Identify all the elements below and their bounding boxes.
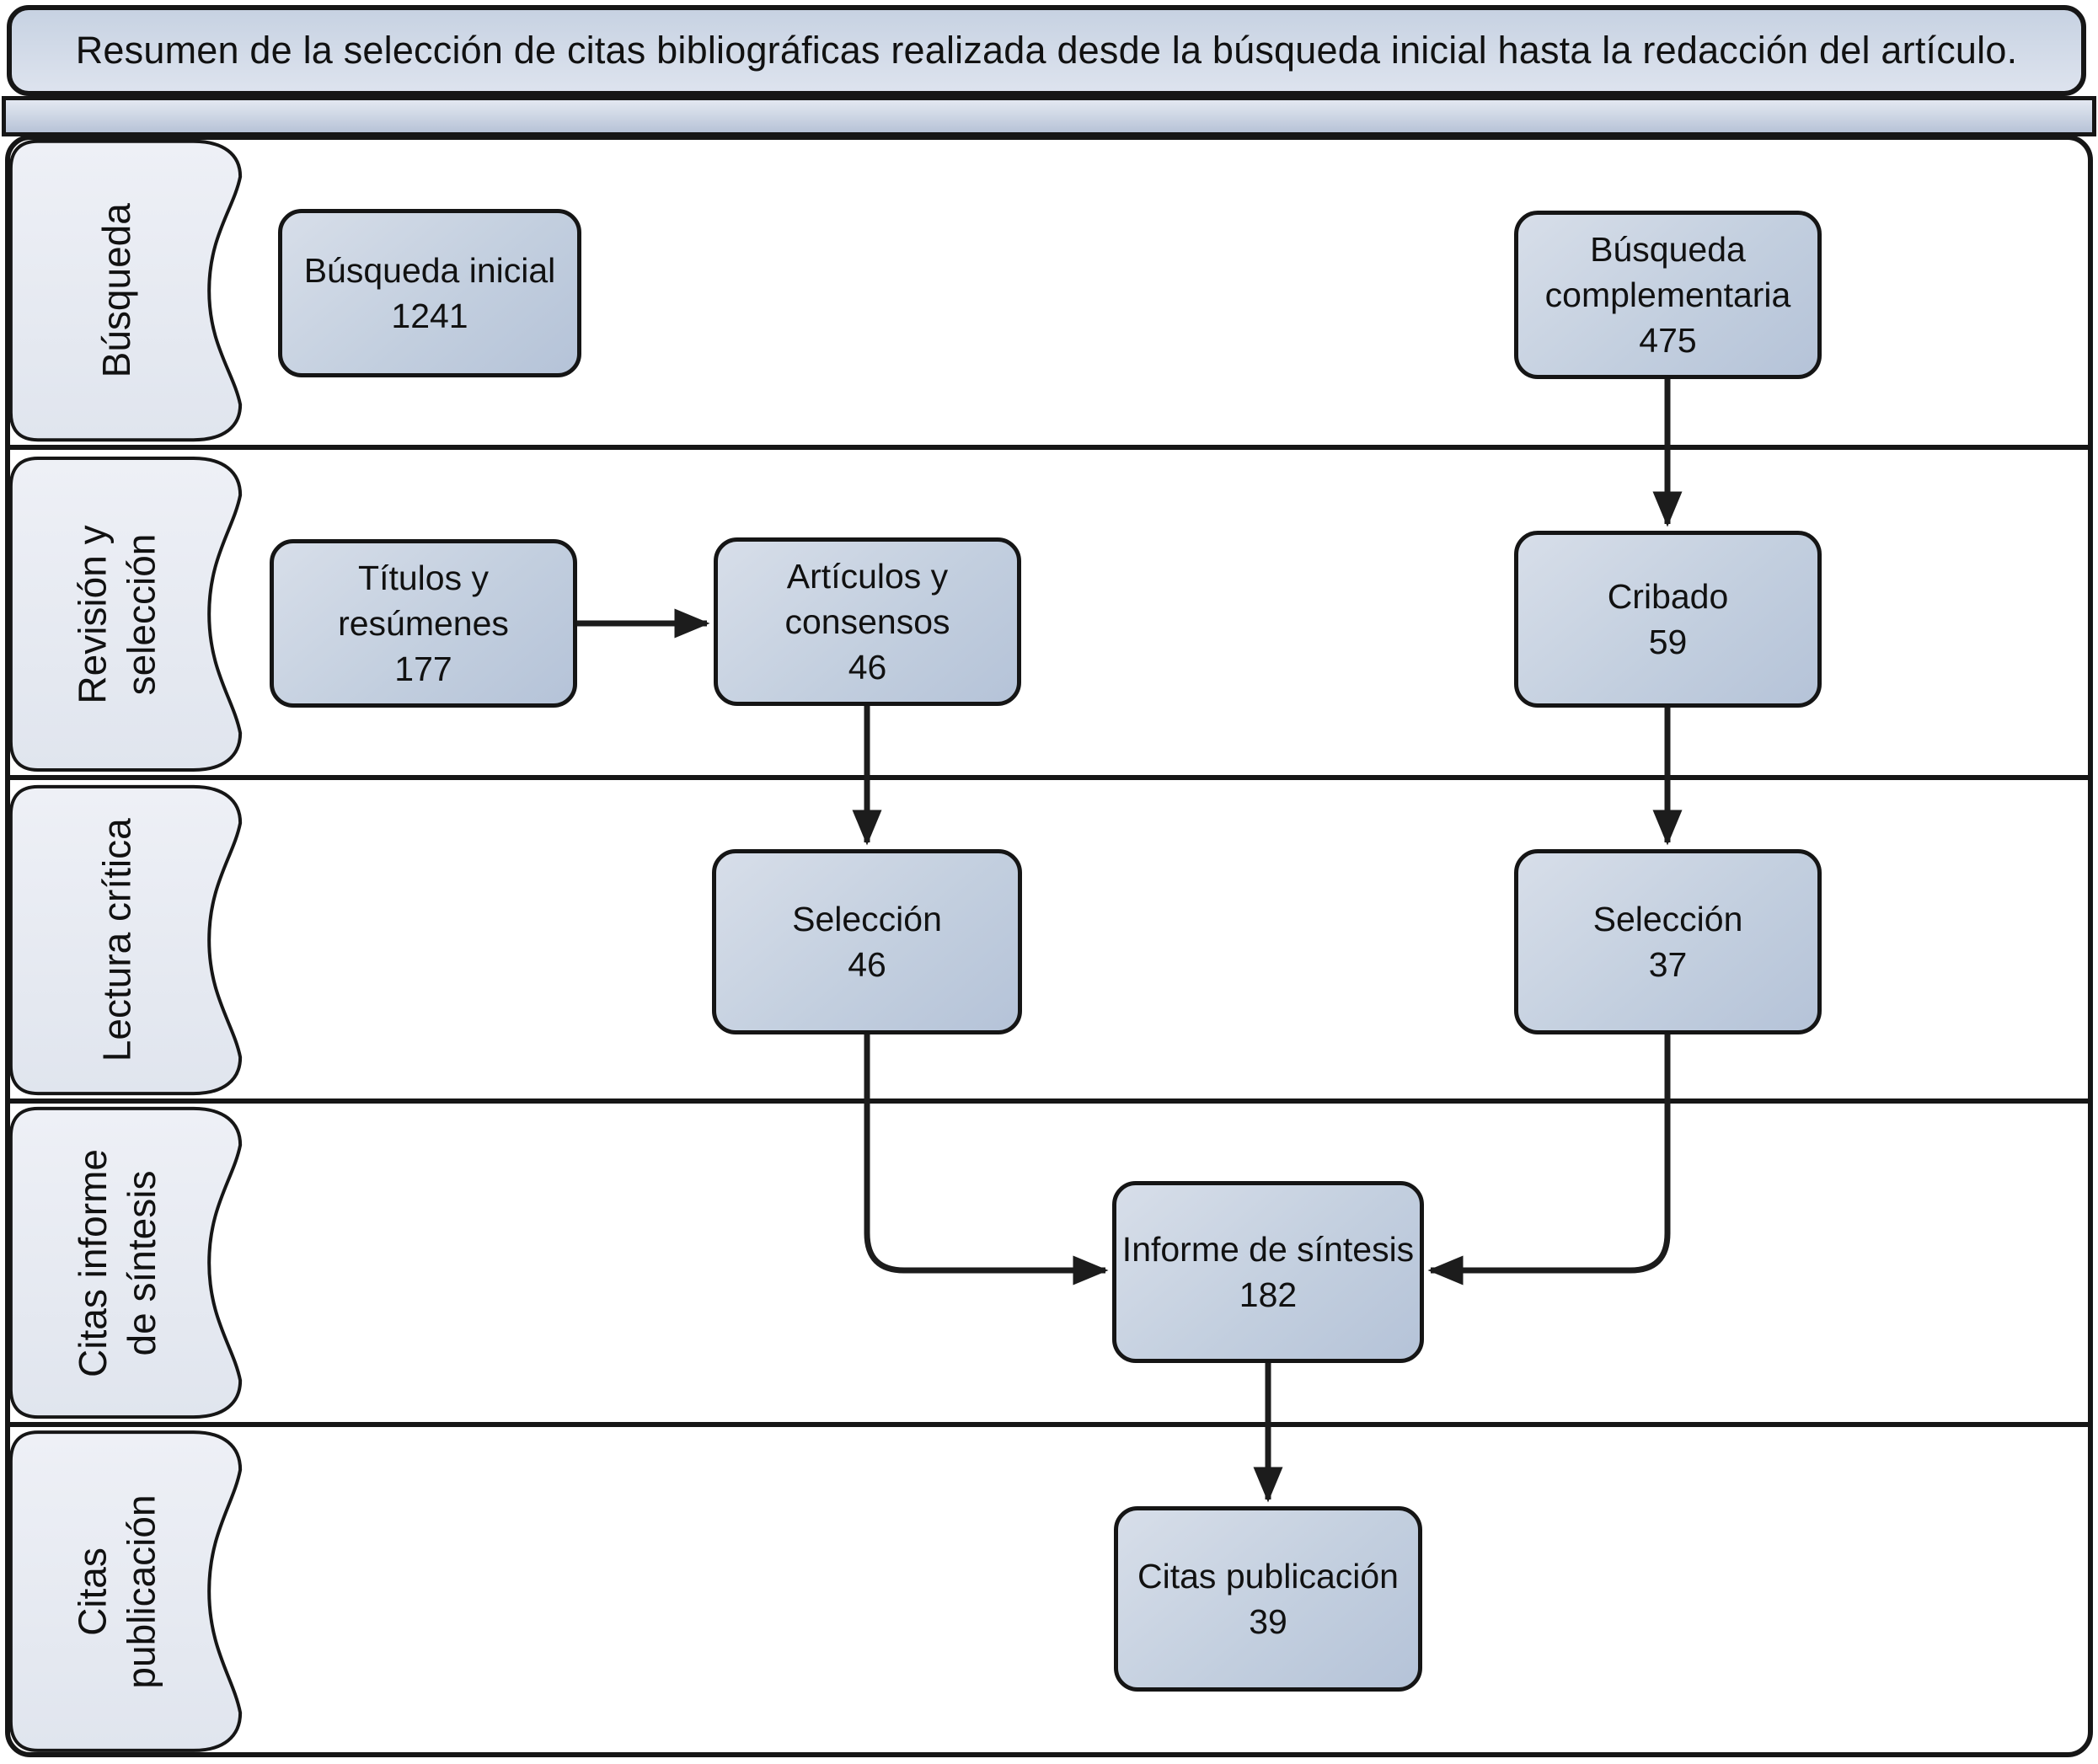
node-seleccion-izquierda: Selección 46 — [712, 849, 1022, 1034]
node-value: 177 — [394, 649, 452, 689]
lane-shape-lectura — [7, 783, 244, 1097]
node-articulos-consensos: Artículos y consensos 46 — [714, 537, 1021, 706]
node-value: 46 — [848, 648, 887, 687]
header-band — [2, 96, 2096, 136]
node-value: 1241 — [391, 297, 468, 335]
node-citas-publicacion: Citas publicación 39 — [1114, 1506, 1422, 1692]
node-busqueda-complementaria: Búsqueda complementaria 475 — [1514, 211, 1822, 379]
node-label: Cribado — [1607, 576, 1729, 616]
node-label: Selección — [1592, 899, 1743, 938]
row-separator — [5, 445, 2093, 450]
node-label: Artículos y consensos — [784, 556, 950, 641]
node-label: Títulos y resúmenes — [338, 558, 509, 643]
node-value: 182 — [1239, 1275, 1298, 1314]
row-separator — [5, 1098, 2093, 1104]
node-busqueda-inicial: Búsqueda inicial 1241 — [278, 209, 581, 377]
node-seleccion-derecha: Selección 37 — [1514, 849, 1822, 1034]
node-label: Búsqueda inicial — [303, 250, 556, 290]
node-label: Búsqueda complementaria — [1544, 229, 1791, 314]
node-titulos-resumenes: Títulos y resúmenes 177 — [270, 539, 577, 708]
lane-shape-citas-informe — [7, 1105, 244, 1420]
node-value: 59 — [1648, 623, 1688, 661]
node-value: 46 — [848, 945, 886, 984]
node-label: Selección — [792, 899, 942, 938]
diagram-title: Resumen de la selección de citas bibliog… — [7, 5, 2086, 96]
lane-shape-revision — [7, 455, 244, 773]
node-value: 37 — [1648, 945, 1688, 984]
lane-shape-citas-publicacion — [7, 1429, 244, 1754]
row-separator — [5, 775, 2093, 780]
node-label: Citas publicación — [1137, 1556, 1399, 1596]
node-informe-sintesis: Informe de síntesis 182 — [1112, 1181, 1424, 1363]
node-label: Informe de síntesis — [1121, 1229, 1415, 1269]
node-cribado: Cribado 59 — [1514, 531, 1822, 708]
lane-shape-busqueda — [7, 138, 244, 443]
node-value: 39 — [1249, 1602, 1287, 1641]
node-value: 475 — [1639, 321, 1697, 361]
row-separator — [5, 1422, 2093, 1427]
